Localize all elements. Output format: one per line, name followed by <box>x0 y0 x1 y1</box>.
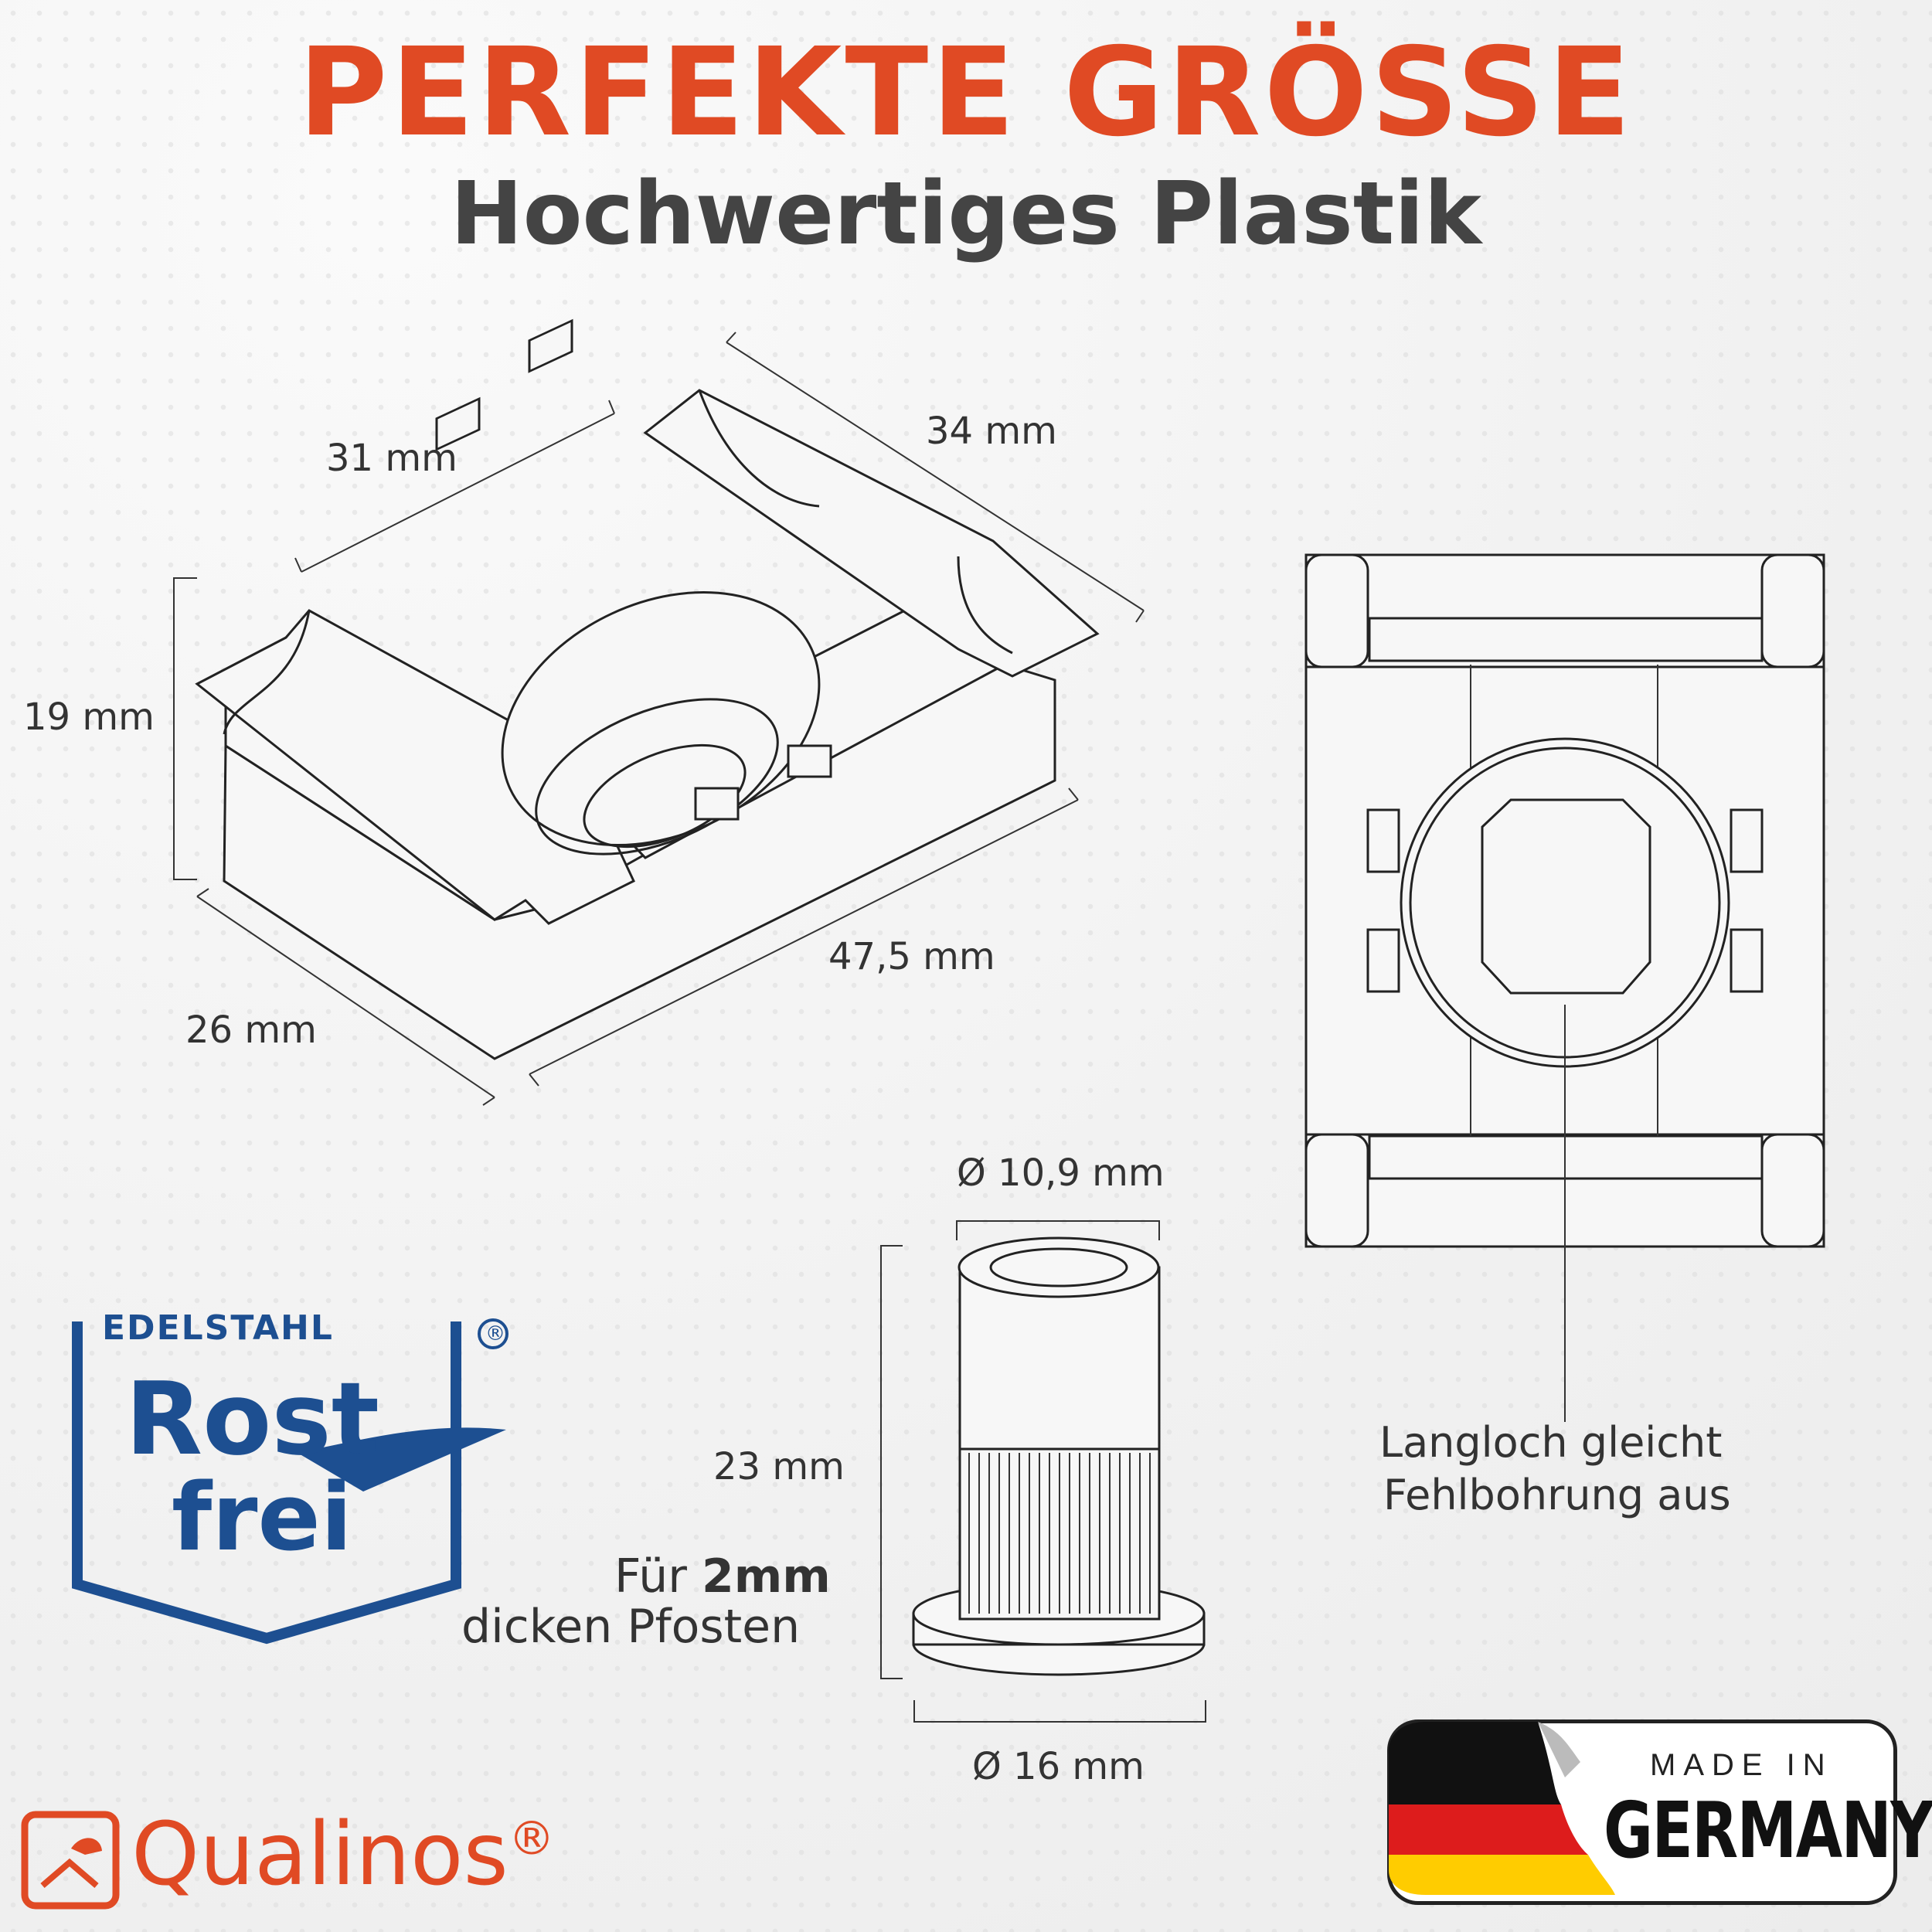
page-title: PERFEKTE GRÖSSE <box>298 22 1634 164</box>
knurling-lines <box>968 1453 1151 1614</box>
dimension-label-47-5mm: 47,5 mm <box>828 935 995 978</box>
dimension-label-inner-diameter: Ø 10,9 mm <box>957 1151 1165 1195</box>
slot-note-line2: Fehlbohrung aus <box>1383 1471 1731 1519</box>
badge-country-text: GERMANY <box>1604 1785 1932 1876</box>
dimension-label-23mm: 23 mm <box>713 1445 845 1488</box>
post-note-line1: Für 2mm <box>614 1549 831 1604</box>
post-note-prefix: Für <box>614 1549 702 1604</box>
post-note-thickness: 2mm <box>702 1549 831 1604</box>
dimension-label-26mm: 26 mm <box>185 1009 317 1052</box>
brand-registered-mark: ® <box>508 1811 555 1866</box>
brand-wordmark: Qualinos <box>131 1804 509 1905</box>
dimension-label-34mm: 34 mm <box>926 410 1057 453</box>
badge-made-in-text: MADE IN <box>1650 1748 1833 1782</box>
page-subtitle: Hochwertiges Plastik <box>450 164 1482 264</box>
dimension-label-outer-diameter: Ø 16 mm <box>972 1745 1145 1788</box>
dimension-label-31mm: 31 mm <box>326 437 457 480</box>
dimension-label-19mm: 19 mm <box>23 696 155 739</box>
seal-word-frei: frei <box>172 1464 352 1572</box>
seal-top-text: EDELSTAHL <box>102 1308 334 1348</box>
slot-note-line1: Langloch gleicht <box>1379 1418 1723 1467</box>
seal-word-rost: Rost <box>125 1360 379 1478</box>
seal-registered-mark: ® <box>485 1322 505 1345</box>
post-note-line2: dicken Pfosten <box>461 1600 801 1654</box>
brand-name: Qualinos® <box>131 1804 555 1905</box>
